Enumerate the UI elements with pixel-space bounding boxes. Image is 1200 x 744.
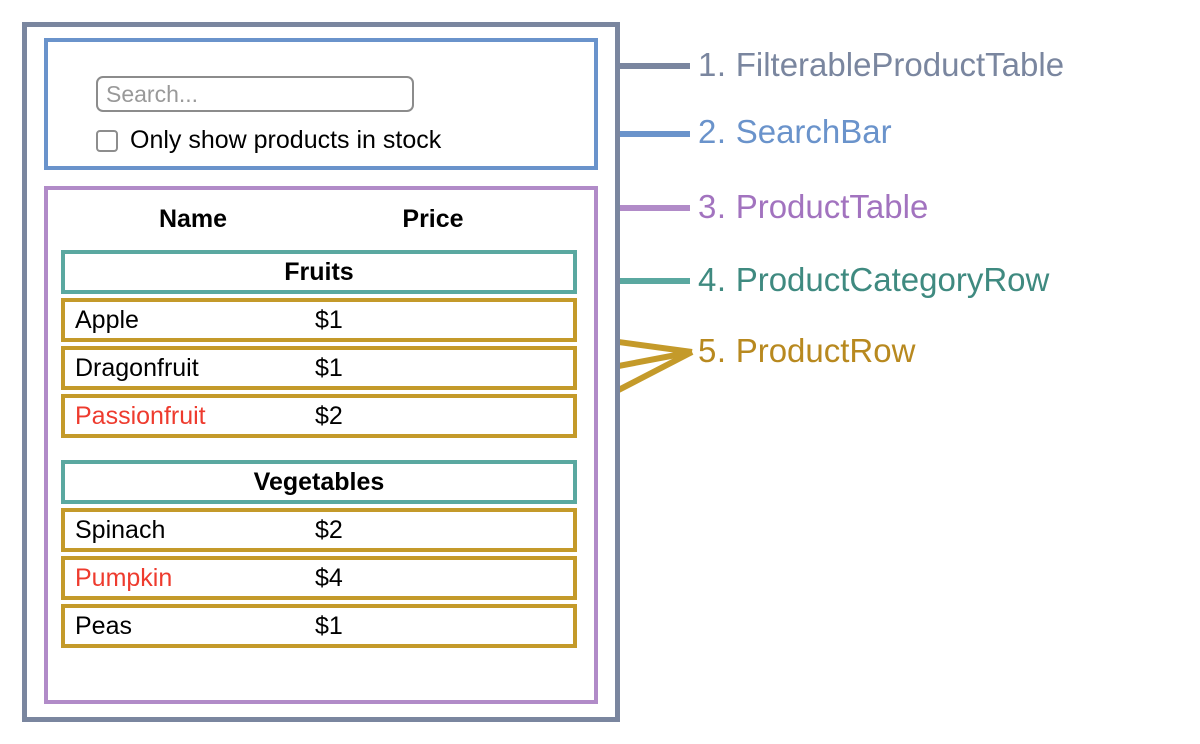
legend-label: ProductTable [735, 188, 929, 225]
product-name: Passionfruit [75, 401, 206, 430]
product-name: Spinach [75, 515, 166, 544]
product-price: $1 [315, 611, 343, 640]
search-input[interactable]: Search... [96, 76, 414, 112]
product-table-rows: Fruits Apple $1 Dragonfruit $1 Passionfr… [61, 250, 577, 652]
legend-label: ProductRow [735, 332, 916, 369]
legend-number: 5. [698, 332, 727, 369]
product-category-label: Fruits [284, 257, 354, 286]
product-price: $2 [315, 401, 343, 430]
search-input-placeholder: Search... [106, 80, 199, 107]
search-bar: Search... Only show products in stock [44, 38, 598, 170]
legend-item-product-category-row: 4. ProductCategoryRow [698, 263, 1049, 296]
legend-label: ProductCategoryRow [735, 261, 1050, 298]
legend-number: 3. [698, 188, 727, 225]
product-price: $4 [315, 563, 343, 592]
product-row: Spinach $2 [61, 508, 577, 552]
legend-label: SearchBar [735, 113, 892, 150]
in-stock-filter-row[interactable]: Only show products in stock [96, 128, 441, 153]
legend-item-product-table: 3. ProductTable [698, 190, 928, 223]
legend-item-search-bar: 2. SearchBar [698, 115, 892, 148]
product-name: Apple [75, 305, 139, 334]
legend-number: 1. [698, 46, 727, 83]
product-row: Dragonfruit $1 [61, 346, 577, 390]
legend-number: 4. [698, 261, 727, 298]
checkbox-icon[interactable] [96, 129, 118, 152]
legend-number: 2. [698, 113, 727, 150]
product-row: Pumpkin $4 [61, 556, 577, 600]
product-price: $1 [315, 353, 343, 382]
product-row: Peas $1 [61, 604, 577, 648]
product-name: Dragonfruit [75, 353, 199, 382]
product-name: Pumpkin [75, 563, 173, 592]
product-name: Peas [75, 611, 132, 640]
product-price: $1 [315, 305, 343, 334]
product-table: Name Price Fruits Apple $1 Dragonfruit $… [44, 186, 598, 704]
product-row: Apple $1 [61, 298, 577, 342]
in-stock-checkbox-label: Only show products in stock [130, 126, 442, 154]
column-header-name: Name [158, 204, 228, 233]
column-header-price: Price [402, 204, 464, 233]
legend-label: FilterableProductTable [735, 46, 1065, 83]
legend-item-filterable-product-table: 1. FilterableProductTable [698, 48, 1064, 81]
product-category-row: Vegetables [61, 460, 577, 504]
product-category-row: Fruits [61, 250, 577, 294]
product-row: Passionfruit $2 [61, 394, 577, 438]
legend-item-product-row: 5. ProductRow [698, 334, 915, 367]
product-price: $2 [315, 515, 343, 544]
product-table-header: Name Price [48, 202, 594, 236]
product-category-label: Vegetables [253, 467, 385, 496]
